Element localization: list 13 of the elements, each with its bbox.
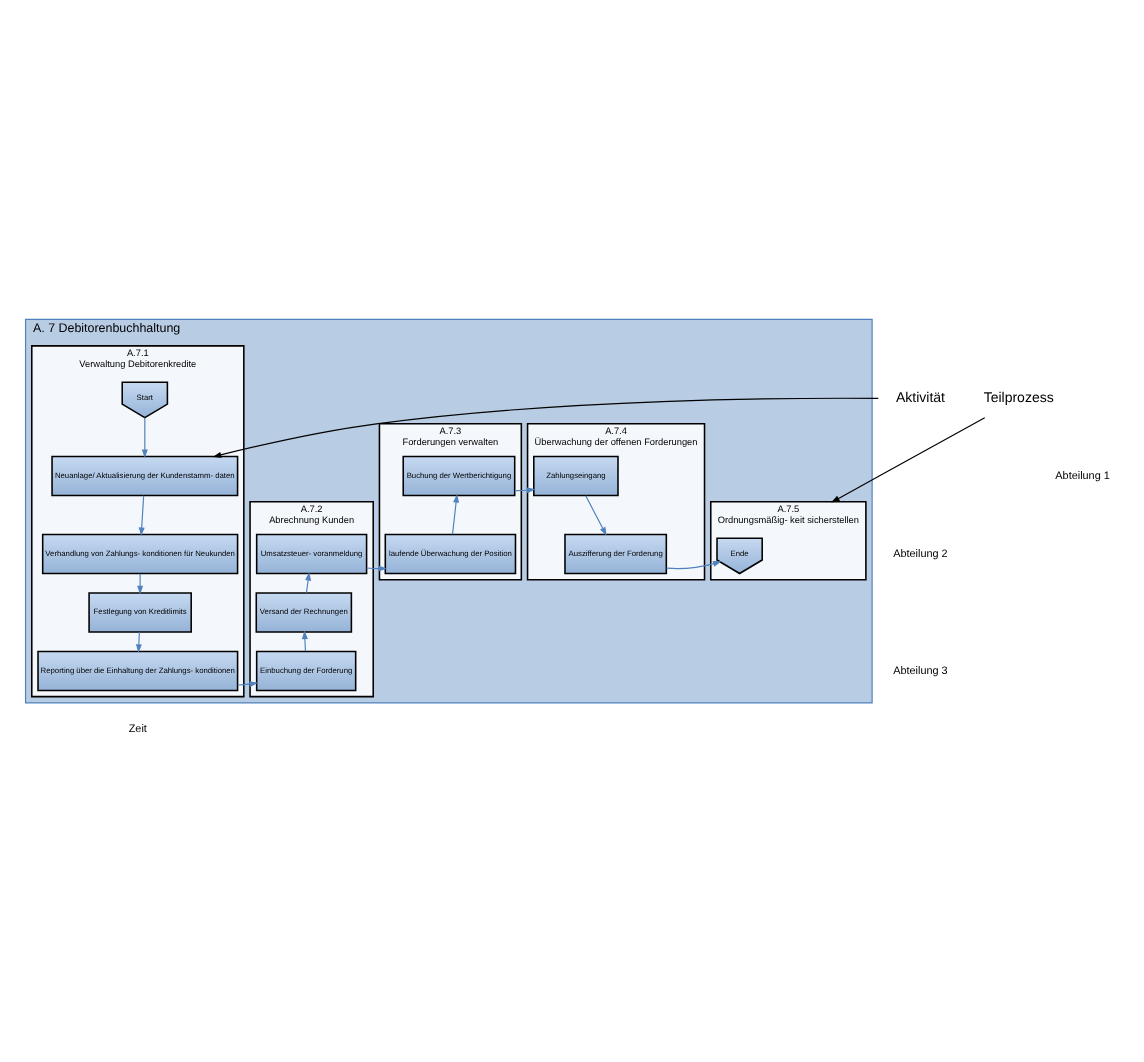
arrow [135, 631, 142, 653]
arrow [141, 417, 148, 459]
arrow [301, 630, 308, 652]
arrow [831, 417, 986, 503]
arrow [305, 571, 312, 594]
arrow [212, 397, 879, 458]
arrow [451, 493, 460, 535]
arrow [137, 573, 144, 595]
arrow [237, 680, 259, 687]
arrow [585, 495, 607, 536]
arrow [665, 560, 722, 570]
arrow [138, 495, 145, 537]
arrow [366, 565, 388, 572]
